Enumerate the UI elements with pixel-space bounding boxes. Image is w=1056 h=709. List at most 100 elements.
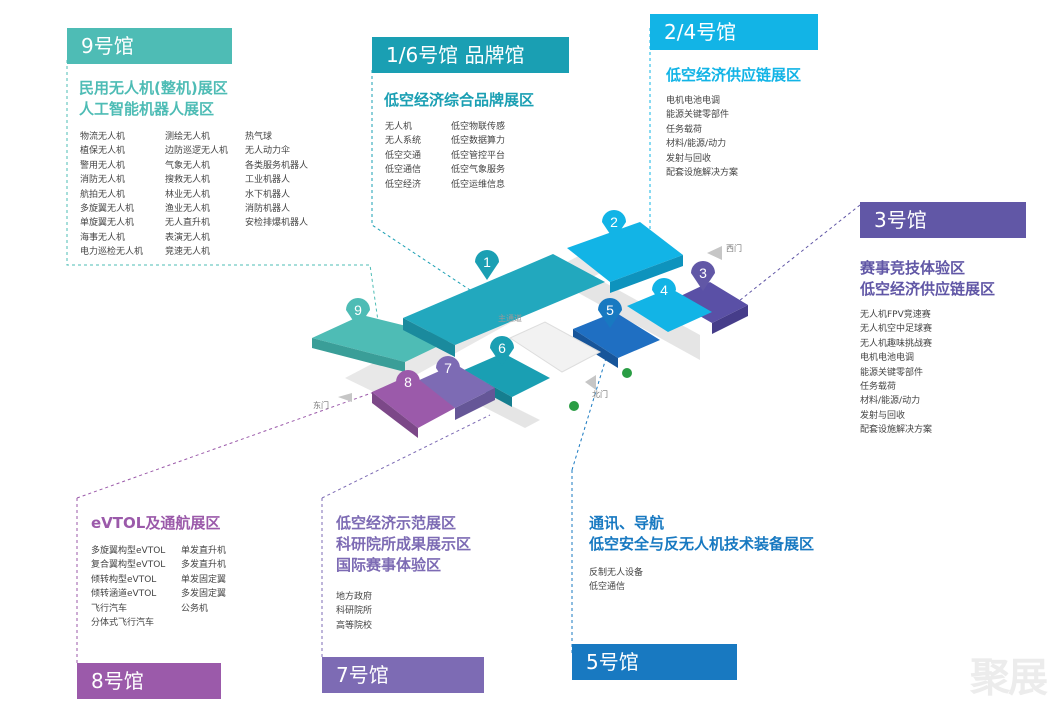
hall-3-zones: 赛事竞技体验区 低空经济供应链展区 [860,258,995,300]
hall-24-items: 电机电池电调能源关键零部件任务载荷材料/能源/动力发射与回收配套设施解决方案 [666,94,738,180]
hall-24-zone: 低空经济供应链展区 [666,66,802,84]
leader-5b [571,344,611,471]
map-pin-label: 2 [610,214,618,230]
list-item: 低空通信 [385,165,422,176]
hall-8-tag: 8号馆 [77,663,221,699]
list-item: 热气球 [245,132,273,142]
list-item: 复合翼构型eVTOL [91,560,166,571]
list-item: 任务载荷 [666,124,703,135]
list-item: 单发固定翼 [181,574,227,585]
list-item: 水下机器人 [245,189,291,200]
hall-5-items: 反制无人设备低空通信 [589,566,643,595]
list-item: 航拍无人机 [80,189,126,200]
walkway-south [478,395,540,428]
list-item: 无人机趣味挑战赛 [860,338,933,349]
map-pin-1: 1 [475,250,499,280]
map-pin-3: 3 [691,261,715,291]
list-item: 搜救无人机 [165,175,211,186]
leader-3 [714,204,861,321]
list-item: 低空物联传感 [451,122,506,132]
hall-3-zone-2: 低空经济供应链展区 [860,280,996,298]
list-item: 多旋翼构型eVTOL [91,546,166,556]
hall-3-tag: 3号馆 [860,202,1026,238]
list-item: 无人系统 [385,136,422,147]
map-pin-6: 6 [490,336,514,366]
list-item: 竞速无人机 [165,247,211,258]
map-pin-9: 9 [346,298,370,328]
list-item: 发射与回收 [666,153,712,164]
list-item: 各类服务机器人 [245,160,309,171]
list-item: 消防无人机 [80,175,126,186]
leader-8b [76,389,381,499]
map-pin-label: 1 [483,254,491,270]
list-item: 气象无人机 [165,160,211,171]
list-item: 发射与回收 [860,410,906,421]
list-item: 表演无人机 [165,232,211,243]
list-item: 能源关键零部件 [860,367,924,378]
list-item: 倾转构型eVTOL [91,574,157,585]
hall-7-zones: 低空经济示范展区 科研院所成果展示区 国际赛事体验区 [336,513,471,576]
watermark-logo: 聚展 [970,655,1048,701]
map-pin-4: 4 [652,278,676,308]
map-pin-2: 2 [602,210,626,240]
map-pin-label: 8 [404,374,412,390]
hall-7-zone-2: 科研院所成果展示区 [336,535,472,553]
hall-24-tag: 2/4号馆 [650,14,818,50]
map-pin-7: 7 [436,356,460,386]
list-item: 材料/能源/动力 [860,396,921,407]
list-item: 高等院校 [336,620,373,631]
list-item: 科研院所 [336,606,373,617]
list-item: 植保无人机 [80,146,126,157]
list-item: 电机电池电调 [860,353,915,364]
hall-9-tag: 9号馆 [67,28,232,64]
list-item: 倾转涵道eVTOL [91,589,157,600]
hall-3-zone-1: 赛事竞技体验区 [860,259,966,277]
block-7 [415,364,495,408]
list-item: 单发直升机 [181,546,227,556]
hall-16-zone: 低空经济综合品牌展区 [384,91,535,109]
map-pin-label: 7 [444,360,452,376]
list-item: 安检排爆机器人 [245,218,309,229]
list-item: 任务载荷 [860,382,897,393]
main-aisle-label: 主通道 [498,314,522,323]
list-item: 公务机 [181,603,209,614]
list-item: 多旋翼无人机 [80,204,135,215]
list-item: 地方政府 [336,592,373,602]
list-item: 低空交通 [385,150,422,161]
hall-5-zone-1: 通讯、导航 [589,514,665,532]
block-4 [627,288,712,332]
list-item: 低空管控平台 [451,150,506,161]
list-item: 无人机 [385,122,413,132]
block-9 [312,315,455,362]
hall-8-zone: eVTOL及通航展区 [91,514,221,532]
block-2 [567,222,683,282]
hall-9-zone-1: 民用无人机(整机)展区 [79,79,228,97]
list-item: 多发固定翼 [181,589,227,600]
list-item: 分体式飞行汽车 [91,618,155,629]
list-item: 林业无人机 [165,189,211,200]
gate-arrow-west [707,246,722,260]
hall-7-items: 地方政府科研院所高等院校 [336,590,372,633]
hall-5-zone-2: 低空安全与反无人机技术装备展区 [589,535,815,553]
block-3 [672,282,748,323]
list-item: 警用无人机 [80,160,126,171]
block-5 [573,312,660,358]
list-item: 反制无人设备 [589,568,644,578]
hall-16-tag: 1/6号馆 品牌馆 [372,37,569,73]
map-pin-5: 5 [598,298,622,328]
block-6 [464,353,550,397]
gate-arrow-east [338,393,352,402]
map-pin-label: 3 [699,265,707,281]
list-item: 配套设施解决方案 [860,425,933,436]
block-8 [372,374,455,428]
leader-7b [321,414,491,499]
list-item: 低空气象服务 [451,165,506,176]
list-item: 低空数据算力 [451,136,506,147]
gate-north-label: 北门 [592,390,608,399]
map-pin-label: 9 [354,302,362,318]
list-item: 电机电池电调 [666,96,721,106]
list-item: 能源关键零部件 [666,110,730,121]
hall-3-items: 无人机FPV竞速赛无人机空中足球赛无人机趣味挑战赛电机电池电调能源关键零部件任务… [860,308,932,438]
list-item: 材料/能源/动力 [666,139,727,150]
